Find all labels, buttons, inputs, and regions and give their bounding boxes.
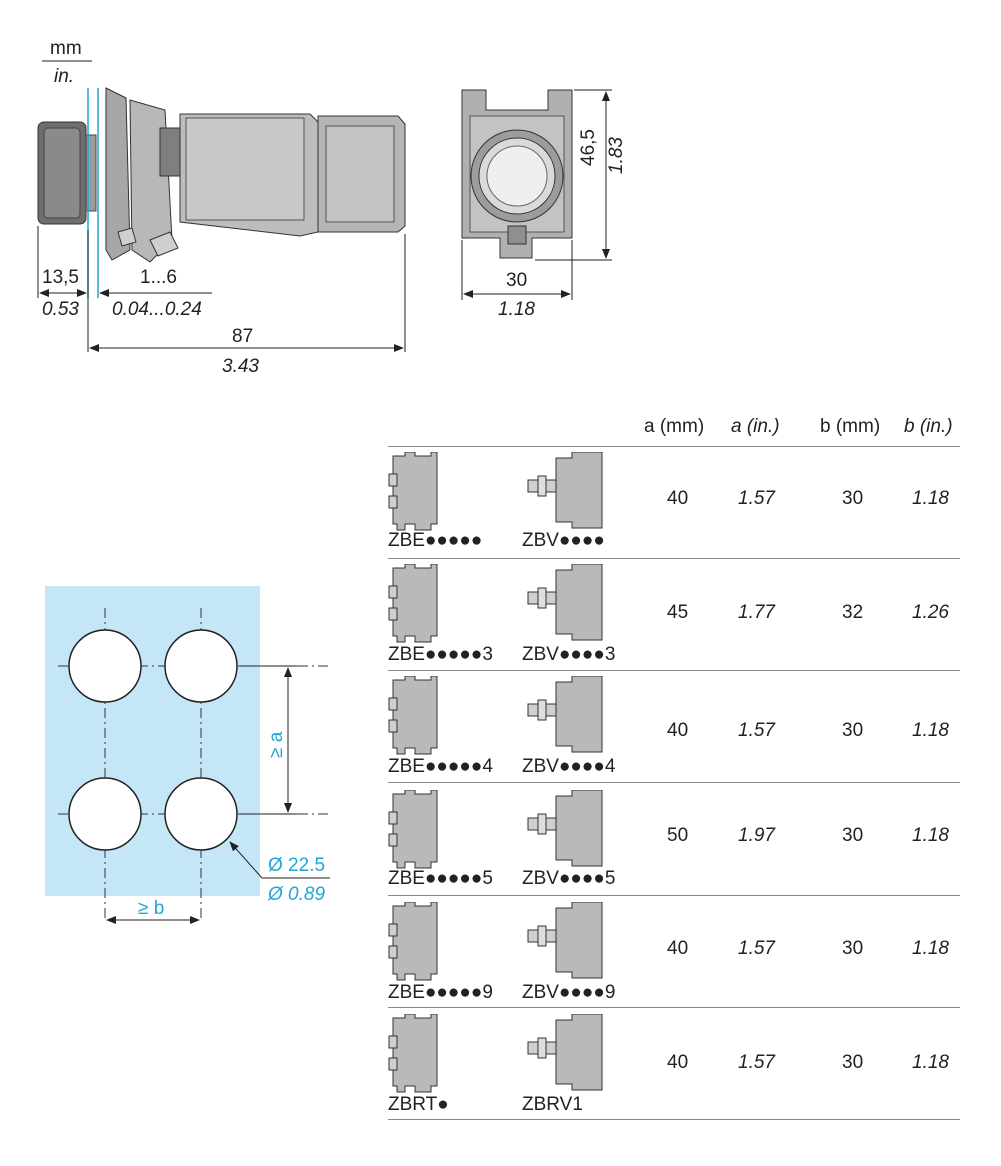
dim-width-mm: 30 (506, 270, 528, 291)
contact-block-v-image (522, 790, 612, 870)
row-2-a-in: 1.77 (738, 602, 775, 623)
table-divider (388, 558, 960, 559)
row-4-a-in: 1.97 (738, 825, 775, 846)
unit-in-label: in. (54, 66, 75, 87)
row-4-code-e: ZBE●●●●●5 (388, 868, 493, 889)
row-3-a-in: 1.57 (738, 720, 775, 741)
row-2-a-mm: 45 (667, 602, 689, 623)
header-b-in: b (in.) (904, 416, 953, 437)
row-5-b-mm: 30 (842, 938, 864, 959)
side-view-drawing (37, 60, 406, 352)
row-5-a-in: 1.57 (738, 938, 775, 959)
row-3-code-v: ZBV●●●●4 (522, 756, 616, 777)
dim-length-mm: 87 (232, 326, 254, 347)
row-4-b-in: 1.18 (912, 825, 949, 846)
panel-cutout-drawing (45, 586, 330, 924)
row-2-code-e: ZBE●●●●●3 (388, 644, 493, 665)
row-4-code-v: ZBV●●●●5 (522, 868, 616, 889)
dim-height-mm: 46,5 (578, 129, 599, 166)
row-5-a-mm: 40 (667, 938, 689, 959)
table-divider (388, 670, 960, 671)
contact-block-v-image (522, 564, 612, 644)
row-6-a-mm: 40 (667, 1052, 689, 1073)
row-1-b-mm: 30 (842, 488, 864, 509)
spacing-b-label: ≥ b (138, 898, 165, 919)
spacing-a-label: ≥ a (266, 731, 287, 758)
row-3-code-e: ZBE●●●●●4 (388, 756, 493, 777)
row-5-code-v: ZBV●●●●9 (522, 982, 616, 1003)
table-divider (388, 895, 960, 896)
contact-block-v-image (522, 902, 612, 982)
contact-block-v-image (522, 452, 612, 532)
row-3-b-mm: 30 (842, 720, 864, 741)
table-divider (388, 446, 960, 447)
row-5-b-in: 1.18 (912, 938, 949, 959)
row-1-b-in: 1.18 (912, 488, 949, 509)
contact-block-e-image (385, 452, 445, 532)
row-1-a-mm: 40 (667, 488, 689, 509)
hole-diameter-in: Ø 0.89 (268, 884, 326, 905)
row-6-code-v: ZBRV1 (522, 1094, 583, 1115)
row-6-b-in: 1.18 (912, 1052, 949, 1073)
dim-height-in: 1.83 (606, 137, 627, 174)
front-view-drawing (461, 89, 612, 300)
contact-block-e-image (385, 1014, 445, 1094)
contact-block-v-image (522, 1014, 612, 1094)
dim-length-in: 3.43 (222, 356, 259, 377)
dim-head-in: 0.53 (42, 299, 79, 320)
contact-block-e-image (385, 564, 445, 644)
row-3-b-in: 1.18 (912, 720, 949, 741)
row-2-code-v: ZBV●●●●3 (522, 644, 616, 665)
row-2-b-mm: 32 (842, 602, 864, 623)
dim-panel-in: 0.04...0.24 (112, 299, 202, 320)
header-a-mm: a (mm) (644, 416, 705, 437)
contact-block-e-image (385, 790, 445, 870)
row-6-code-e: ZBRT● (388, 1094, 449, 1115)
contact-block-e-image (385, 676, 445, 756)
table-divider (388, 782, 960, 783)
row-6-b-mm: 30 (842, 1052, 864, 1073)
row-5-code-e: ZBE●●●●●9 (388, 982, 493, 1003)
table-divider (388, 1007, 960, 1008)
header-b-mm: b (mm) (820, 416, 881, 437)
contact-block-e-image (385, 902, 445, 982)
row-4-b-mm: 30 (842, 825, 864, 846)
row-2-b-in: 1.26 (912, 602, 949, 623)
row-1-a-in: 1.57 (738, 488, 775, 509)
table-divider (388, 1119, 960, 1120)
unit-mm-label: mm (50, 38, 82, 59)
contact-block-v-image (522, 676, 612, 756)
dim-width-in: 1.18 (498, 299, 535, 320)
hole-diameter-mm: Ø 22.5 (268, 855, 326, 876)
row-1-code-v: ZBV●●●● (522, 530, 605, 551)
row-6-a-in: 1.57 (738, 1052, 775, 1073)
row-3-a-mm: 40 (667, 720, 689, 741)
row-1-code-e: ZBE●●●●● (388, 530, 483, 551)
dim-panel-mm: 1...6 (140, 267, 177, 288)
row-4-a-mm: 50 (667, 825, 689, 846)
header-a-in: a (in.) (731, 416, 780, 437)
dim-head-mm: 13,5 (42, 267, 79, 288)
